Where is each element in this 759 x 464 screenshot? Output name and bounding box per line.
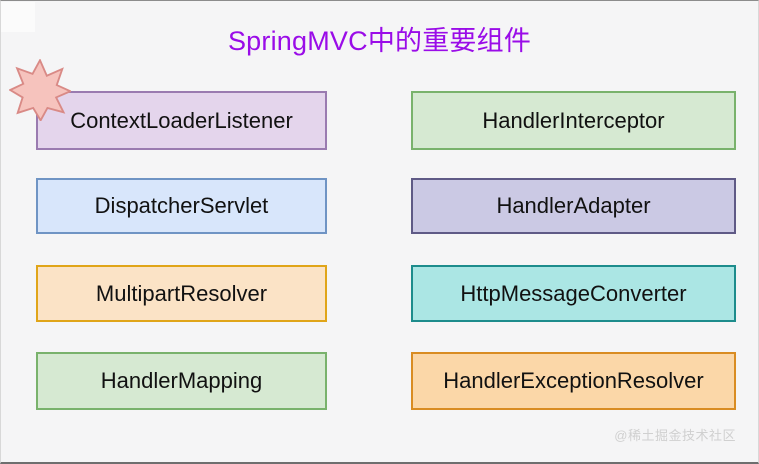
- component-box-label: HttpMessageConverter: [460, 280, 687, 306]
- component-box-label: DispatcherServlet: [94, 193, 269, 218]
- component-box-label: HandlerInterceptor: [482, 107, 665, 133]
- component-box-handler-adapter[interactable]: HandlerAdapter: [411, 178, 736, 234]
- component-box-multipart-resolver[interactable]: MultipartResolver: [36, 265, 327, 322]
- page-title: SpringMVC中的重要组件: [227, 26, 532, 56]
- component-box-label: MultipartResolver: [95, 280, 268, 306]
- component-box-handler-interceptor[interactable]: HandlerInterceptor: [411, 91, 736, 150]
- component-box-dispatcher-servlet[interactable]: DispatcherServlet: [36, 178, 327, 234]
- component-box-http-message-converter[interactable]: HttpMessageConverter: [411, 265, 736, 322]
- starburst-icon: [9, 59, 71, 121]
- component-box-label: ContextLoaderListener: [70, 107, 293, 133]
- component-box-label: HandlerAdapter: [496, 193, 651, 218]
- component-box-label: HandlerMapping: [100, 368, 263, 393]
- component-box-label: HandlerExceptionResolver: [443, 368, 704, 393]
- watermark-text: @稀土掘金技术社区: [614, 428, 736, 443]
- component-box-handler-mapping[interactable]: HandlerMapping: [36, 352, 327, 410]
- component-box-handler-exception-resolver[interactable]: HandlerExceptionResolver: [411, 352, 736, 410]
- component-box-context-loader-listener[interactable]: ContextLoaderListener: [36, 91, 327, 150]
